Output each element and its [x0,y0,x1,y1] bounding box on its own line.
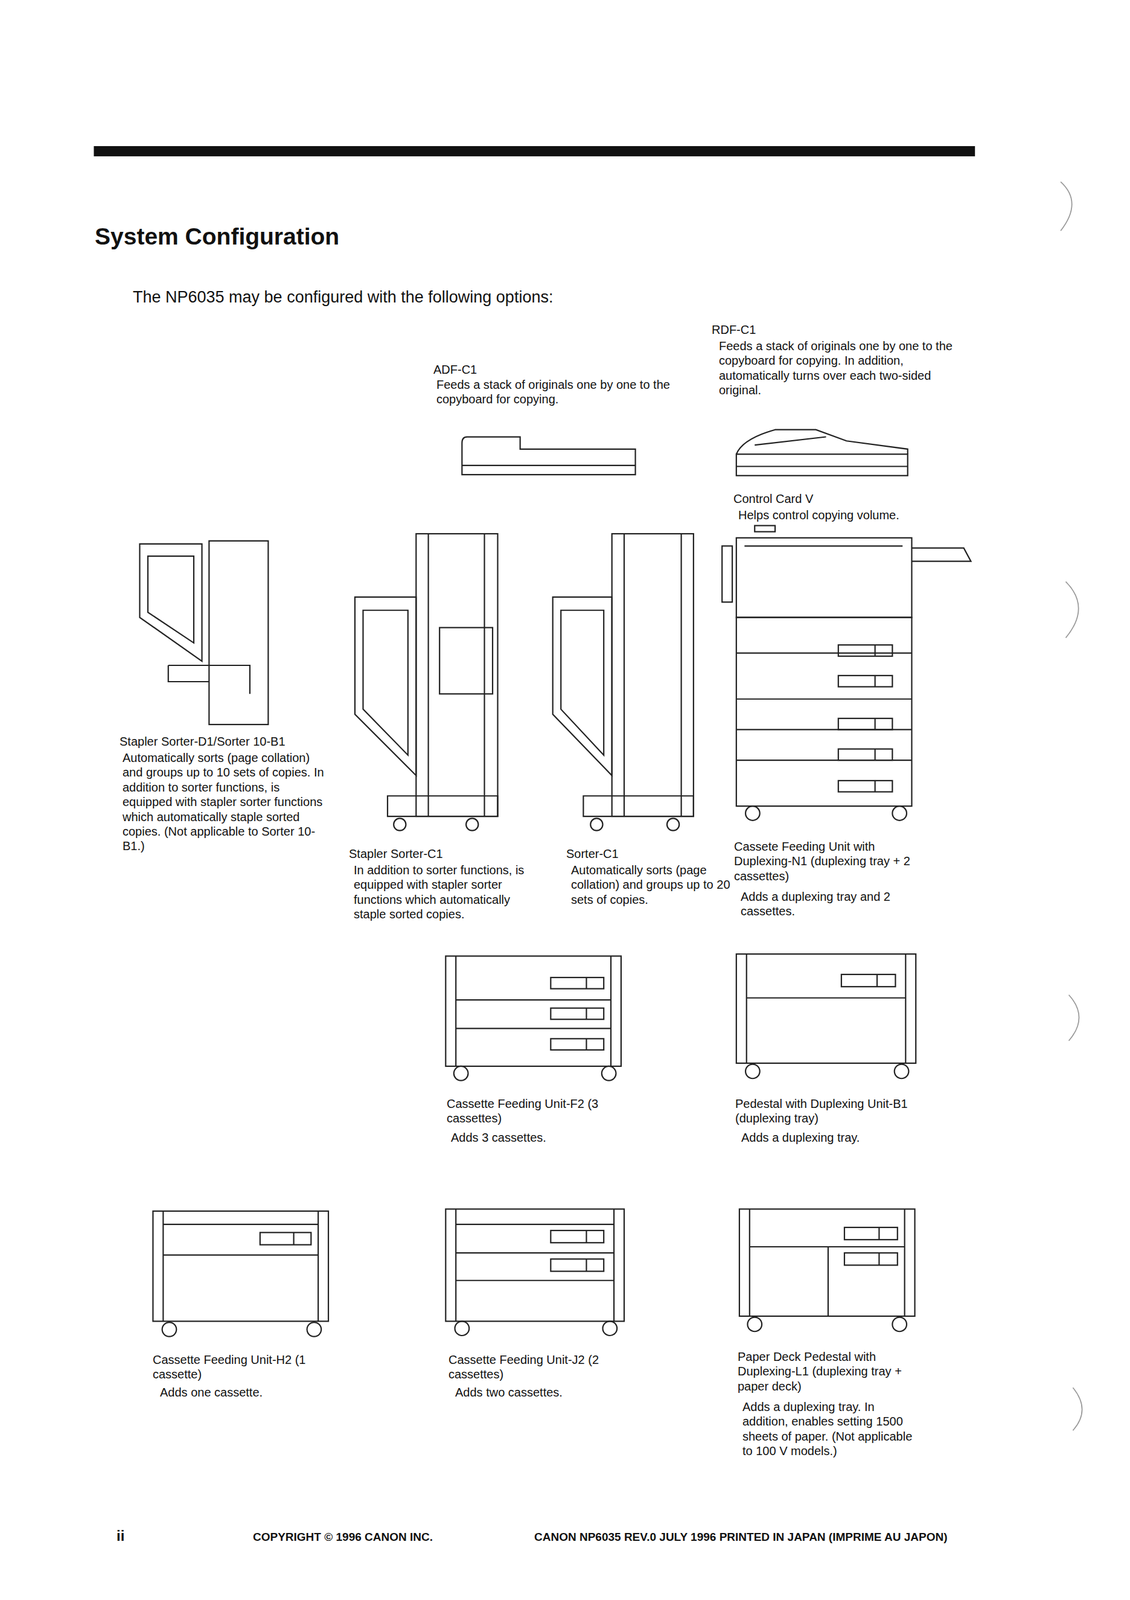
cassette-unit-f2-illustration [445,955,622,1080]
option-name: Sorter-C1 [566,846,619,861]
option-description: Automatically sorts (page collation) and… [571,862,735,907]
option-description: Adds one cassette. [159,1384,263,1400]
cassette-unit-j2-illustration [445,1209,625,1336]
rdf-illustration [736,429,908,476]
option-description: In addition to sorter functions, is equi… [353,862,538,922]
option-description: Feeds a stack of originals one by one to… [436,377,674,407]
option-name: RDF-C1 [711,322,756,337]
stapler-sorter-c1-illustration [354,533,498,831]
option-name: ADF-C1 [433,362,477,377]
stapler-sorter-d1-illustration [139,540,269,725]
footer-copyright: COPYRIGHT © 1996 CANON INC. [252,1529,433,1544]
option-name: Paper Deck Pedestal with Duplexing-L1 (d… [737,1349,932,1394]
cassette-unit-h2-illustration [152,1210,329,1337]
option-name: Cassette Feeding Unit-H2 (1 cassette) [152,1352,347,1382]
option-name: Stapler Sorter-C1 [348,846,444,861]
option-description: Helps control copying volume. [738,507,900,523]
control-card-slot [754,525,776,532]
page-number: ii [116,1526,125,1545]
footer-print-info: CANON NP6035 REV.0 JULY 1996 PRINTED IN … [534,1529,948,1544]
option-description: Adds a duplexing tray. [741,1130,860,1145]
option-description: Adds 3 cassettes. [450,1130,547,1145]
option-description: Automatically sorts (page collation) and… [122,750,327,854]
margin-marks [1060,181,1082,1431]
option-name: Pedestal with Duplexing Unit-B1 (duplexi… [735,1096,919,1126]
option-description: Adds two cassettes. [455,1384,563,1400]
copier-illustration [721,537,971,821]
option-description: Adds a duplexing tray. In addition, enab… [742,1399,922,1459]
pedestal-b1-illustration [736,953,916,1079]
option-name: Stapler Sorter-D1/Sorter 10-B1 [119,734,286,749]
option-description: Feeds a stack of originals one by one to… [718,338,959,398]
option-name: Cassette Feeding Unit-J2 (2 cassettes) [448,1352,622,1382]
option-description: Adds a duplexing tray and 2 cassettes. [740,889,930,919]
page-title: System Configuration [94,222,340,252]
paper-deck-l1-illustration [739,1209,916,1332]
option-name: Cassete Feeding Unit with Duplexing-N1 (… [734,839,918,884]
option-name: Cassette Feeding Unit-F2 (3 cassettes) [446,1096,600,1126]
option-name: Control Card V [733,491,814,506]
intro-text: The NP6035 may be configured with the fo… [132,287,553,308]
adf-illustration [461,437,636,476]
sorter-c1-illustration [552,533,694,831]
header-bar [93,146,975,157]
